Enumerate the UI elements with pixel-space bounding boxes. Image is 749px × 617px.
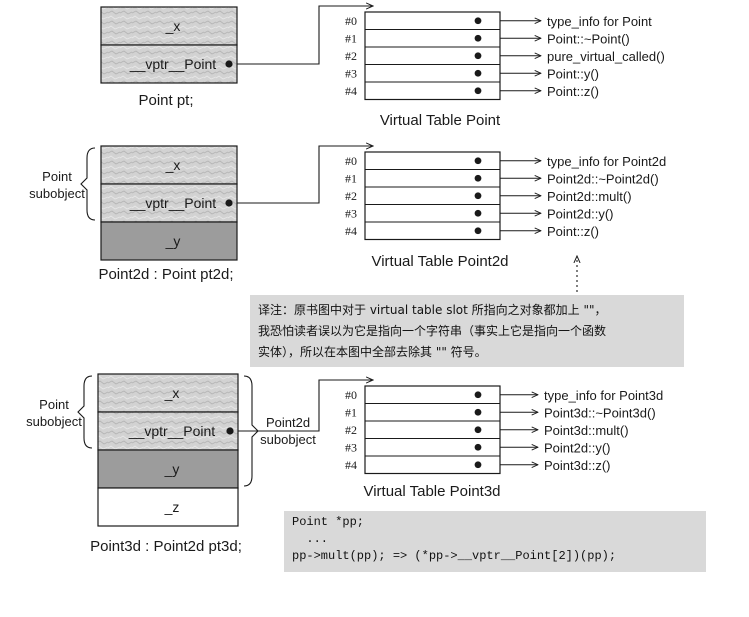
vptr-arrow xyxy=(229,146,373,204)
vtable-slot-label: #4 xyxy=(345,458,357,472)
vtable-slot-dot xyxy=(474,52,482,60)
vtable-caption: Virtual Table Point xyxy=(380,112,501,129)
vtable-slot-label: #4 xyxy=(345,224,357,238)
object-field-cell xyxy=(100,6,238,46)
vtable-slot-label: #2 xyxy=(345,189,357,203)
vtable-entry-label: type_info for Point2d xyxy=(547,154,666,169)
subobject-brace xyxy=(80,147,96,221)
vptr-dot xyxy=(226,427,234,435)
note-line: 我恐怕读者误以为它是指向一个字符串（事实上它是指向一个函数 xyxy=(258,324,607,338)
vtable-entry-label: Point::z() xyxy=(547,224,599,239)
vptr-dot xyxy=(225,199,233,207)
vtable-slot-dot xyxy=(474,69,482,77)
code-line: Point *pp; xyxy=(292,515,365,529)
vtable-entry-label: Point3d::~Point3d() xyxy=(544,405,656,420)
object-field-cell xyxy=(97,487,239,527)
vtable-caption: Virtual Table Point3d xyxy=(363,483,500,500)
vtable-slot-dot xyxy=(474,174,482,182)
vtable-entry-label: Point2d::y() xyxy=(547,206,613,221)
vptr-dot xyxy=(225,60,233,68)
object-caption: Point pt; xyxy=(138,92,193,109)
vtable-entry-label: Point3d::z() xyxy=(544,458,610,473)
vtable-slot-dot xyxy=(474,34,482,42)
vtable-slot-label: #1 xyxy=(345,171,357,185)
object-field-cell xyxy=(97,449,239,489)
code-line: pp->mult(pp); => (*pp->__vptr__Point[2])… xyxy=(292,549,617,563)
subobject-label: subobject xyxy=(26,414,82,429)
vtable-slot-dot xyxy=(474,209,482,217)
vtable-slot-label: #3 xyxy=(345,66,357,80)
object-field-label: _y xyxy=(165,233,181,249)
vtable-slot-dot xyxy=(474,17,482,25)
subobject-label: subobject xyxy=(29,186,85,201)
vtable-slot-label: #0 xyxy=(345,388,357,402)
vtable-slot-dot xyxy=(474,87,482,95)
vtable-slot-dot xyxy=(474,391,482,399)
vtable-entry-label: Point::y() xyxy=(547,66,599,81)
vptr-arrow xyxy=(230,380,373,432)
vtable-entry-label: Point::~Point() xyxy=(547,31,630,46)
vtable-entry-label: pure_virtual_called() xyxy=(547,49,665,64)
vtable-slot-dot xyxy=(474,426,482,434)
note-line: 译注：原书图中对于 virtual table slot 所指向之对象都加上 "… xyxy=(258,303,607,317)
vtable-slot-dot xyxy=(474,408,482,416)
vtable-slot-label: #4 xyxy=(345,84,357,98)
vtable-slot-label: #1 xyxy=(345,31,357,45)
subobject-label: Point2d xyxy=(266,415,310,430)
object-field-label: _x xyxy=(165,18,181,34)
subobject-label: Point xyxy=(39,397,69,412)
object-field-cell xyxy=(100,145,238,185)
vtable-entry-label: Point2d::~Point2d() xyxy=(547,171,659,186)
object-field-label: _y xyxy=(164,461,180,477)
vtable-slot-label: #0 xyxy=(345,154,357,168)
vtable-slot-label: #2 xyxy=(345,49,357,63)
vtable-entry-label: Point2d::y() xyxy=(544,440,610,455)
object-field-label: _x xyxy=(164,385,180,401)
object-field-cell xyxy=(97,411,239,451)
object-field-label: __vptr__Point xyxy=(129,195,217,211)
object-field-label: __vptr__Point xyxy=(128,423,216,439)
vptr-arrow xyxy=(229,6,373,65)
vtable-slot-dot xyxy=(474,461,482,469)
vtable-slot-dot xyxy=(474,443,482,451)
vtable-caption: Virtual Table Point2d xyxy=(371,253,508,270)
vtable-slot-dot xyxy=(474,227,482,235)
object-field-cell xyxy=(100,221,238,261)
vtable-slot-label: #3 xyxy=(345,206,357,220)
vtable-slot-label: #0 xyxy=(345,14,357,28)
vtable-slot-dot xyxy=(474,192,482,200)
vtable-entry-label: Point3d::mult() xyxy=(544,423,629,438)
vtable-entry-label: Point::z() xyxy=(547,84,599,99)
subobject-label: subobject xyxy=(260,432,316,447)
translator-note: 译注：原书图中对于 virtual table slot 所指向之对象都加上 "… xyxy=(250,295,684,367)
vtable-entry-label: Point2d::mult() xyxy=(547,189,632,204)
vtable-entry-label: type_info for Point3d xyxy=(544,388,663,403)
code-snippet: Point *pp; ... pp->mult(pp); => (*pp->__… xyxy=(284,511,706,572)
object-field-label: __vptr__Point xyxy=(129,56,217,72)
code-line: ... xyxy=(292,532,329,546)
object-caption: Point3d : Point2d pt3d; xyxy=(90,538,242,555)
object-caption: Point2d : Point pt2d; xyxy=(98,266,233,283)
subobject-label: Point xyxy=(42,169,72,184)
object-field-cell xyxy=(97,373,239,413)
object-field-cell xyxy=(100,44,238,84)
vtable-slot-label: #2 xyxy=(345,423,357,437)
object-field-cell xyxy=(100,183,238,223)
note-line: 实体），所以在本图中全部去除其 "" 符号。 xyxy=(258,345,487,359)
vtable-entry-label: type_info for Point xyxy=(547,14,652,29)
object-field-label: _z xyxy=(164,499,180,515)
subobject-brace xyxy=(77,375,93,449)
vtable-slot-label: #3 xyxy=(345,440,357,454)
object-field-label: _x xyxy=(165,157,181,173)
vtable-slot-dot xyxy=(474,157,482,165)
vtable-slot-label: #1 xyxy=(345,405,357,419)
